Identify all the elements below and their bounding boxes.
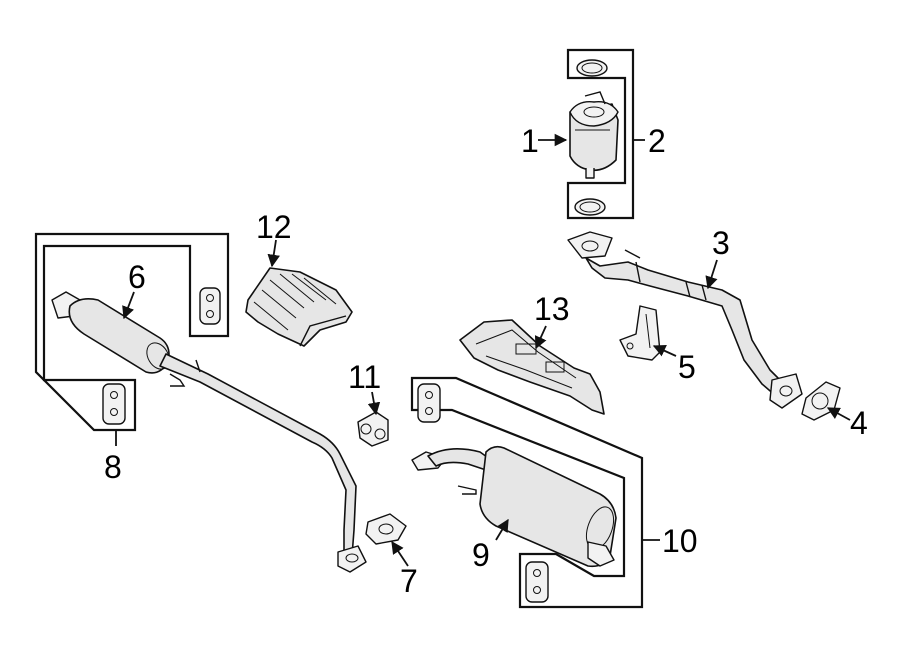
- muffler-icon: [411, 445, 617, 568]
- callout-3: 3: [712, 225, 730, 261]
- gasket-7-group: 7: [365, 513, 418, 599]
- callout-1: 1: [521, 123, 539, 159]
- bracket-5-group: 5: [619, 305, 696, 385]
- hanger-11-group: 11: [348, 359, 389, 447]
- leader-12: [267, 239, 280, 268]
- leader-7: [391, 540, 409, 567]
- leader-3: [705, 259, 718, 290]
- bracket-10: [410, 376, 644, 609]
- hanger-muffler-upper-icon: [417, 383, 441, 423]
- center-pipe-group: 6 8: [34, 232, 367, 573]
- callout-11: 11: [348, 359, 381, 395]
- callout-9: 9: [472, 537, 490, 573]
- leader-13: [534, 325, 547, 350]
- mounting-bracket-icon: [619, 305, 661, 361]
- front-pipe-icon: [567, 231, 803, 409]
- gasket-top-icon: [576, 59, 608, 77]
- callout-13: 13: [534, 291, 570, 327]
- callout-4: 4: [850, 405, 868, 441]
- callout-10: 10: [662, 523, 698, 559]
- heat-shield-upper-icon: [245, 267, 353, 347]
- heat-shield-12-group: 12: [245, 209, 353, 347]
- heat-shield-lower-icon: [459, 319, 605, 415]
- gasket-bottom-icon: [574, 198, 606, 216]
- callout-12: 12: [256, 209, 292, 245]
- muffler-group: 9 10: [410, 376, 698, 609]
- hanger-muffler-lower-icon: [525, 561, 549, 603]
- catalytic-converter-icon: [569, 91, 619, 179]
- callout-5: 5: [678, 349, 696, 385]
- catalytic-converter-group: 1 2: [521, 48, 666, 220]
- leader-6: [122, 291, 135, 320]
- callout-7: 7: [400, 563, 418, 599]
- callout-2: 2: [648, 123, 666, 159]
- leader-5: [652, 344, 677, 357]
- gasket-4-group: 4: [801, 381, 868, 441]
- callout-6: 6: [128, 259, 146, 295]
- heat-shield-13-group: 13: [459, 291, 605, 415]
- hanger-upper-icon: [199, 287, 221, 325]
- callout-8: 8: [104, 449, 122, 485]
- leader-9: [495, 518, 509, 541]
- front-pipe-group: 3: [567, 225, 803, 409]
- bracket-8: [34, 232, 230, 432]
- rubber-hanger-icon: [357, 411, 389, 447]
- gasket-4-icon: [801, 381, 841, 421]
- leader-11: [367, 391, 381, 416]
- gasket-7-icon: [365, 513, 407, 545]
- leader-4: [826, 407, 851, 421]
- hanger-lower-icon: [102, 383, 126, 425]
- bracket-2: [566, 48, 635, 220]
- center-pipe-resonator-icon: [51, 291, 367, 573]
